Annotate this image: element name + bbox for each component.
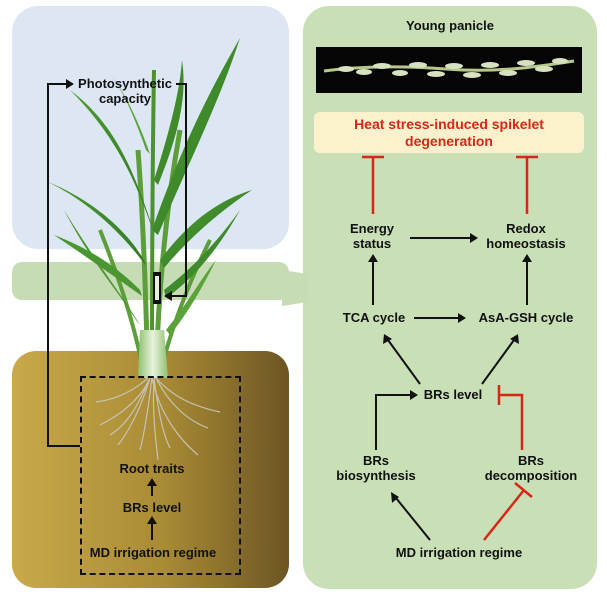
root-traits-label: Root traits xyxy=(119,461,185,476)
root-dashed-box xyxy=(80,376,241,575)
asa-gsh-cycle-label: AsA-GSH cycle xyxy=(478,310,574,325)
brs-biosynthesis-label: BRs biosynthesis xyxy=(336,453,416,483)
energy-status-label: Energy status xyxy=(349,221,395,251)
left-feedback-arrows xyxy=(47,79,187,540)
band-connector xyxy=(282,270,308,306)
right-brs-level-label: BRs level xyxy=(423,387,483,402)
heat-stress-label: Heat stress-induced spikelet degeneratio… xyxy=(354,116,544,149)
left-brs-level-label: BRs level xyxy=(122,500,182,515)
brs-decomposition-label: BRs decomposition xyxy=(484,453,578,483)
redox-homeostasis-label: Redox homeostasis xyxy=(486,221,566,251)
young-panicle-panel xyxy=(303,6,597,589)
tca-cycle-label: TCA cycle xyxy=(342,310,406,325)
photosynthetic-capacity-label: Photosynthetic capacity xyxy=(78,76,172,106)
rice-plant-illustration xyxy=(48,38,252,461)
young-panicle-title: Young panicle xyxy=(406,18,494,33)
heat-stress-box: Heat stress-induced spikelet degeneratio… xyxy=(314,112,584,153)
young-panicle-image xyxy=(316,47,582,93)
right-md-irrigation-label: MD irrigation regime xyxy=(395,545,523,560)
left-md-irrigation-label: MD irrigation regime xyxy=(89,545,217,560)
